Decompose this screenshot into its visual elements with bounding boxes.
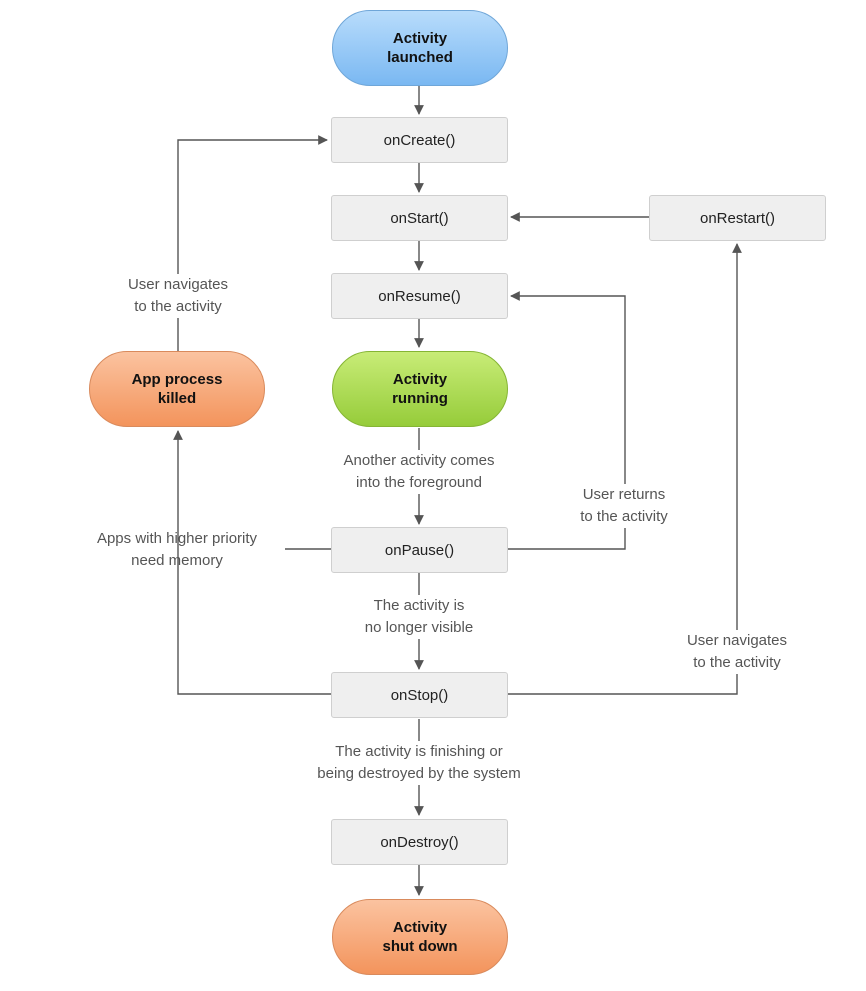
oncreate-label: onCreate() (383, 131, 456, 149)
onpause-box: onPause() (331, 527, 508, 573)
ondestroy-label: onDestroy() (380, 833, 459, 851)
another-activity-label: Another activity comes into the foregrou… (340, 450, 498, 494)
user-navigates-right-label: User navigates to the activity (683, 630, 791, 674)
app-process-killed-label: App process killed (131, 371, 223, 407)
activity-shut-down-node: Activity shut down (332, 899, 508, 975)
onresume-box: onResume() (331, 273, 508, 319)
apps-higher-priority-label: Apps with higher priority need memory (96, 530, 258, 569)
activity-launched-label: Activity launched (387, 30, 453, 66)
ondestroy-box: onDestroy() (331, 819, 508, 865)
onstart-box: onStart() (331, 195, 508, 241)
finishing-label: The activity is finishing or being destr… (314, 741, 524, 785)
arrow-onstop-to-killed (173, 430, 331, 695)
user-returns-label: User returns to the activity (577, 484, 671, 528)
activity-shut-down-label: Activity shut down (382, 919, 458, 955)
arrow-onpause-to-onresume (507, 291, 626, 550)
no-longer-visible-label: The activity is no longer visible (361, 595, 477, 639)
onrestart-label: onRestart() (699, 209, 776, 227)
activity-running-label: Activity running (392, 371, 448, 407)
onstart-label: onStart() (390, 209, 449, 227)
activity-running-node: Activity running (332, 351, 508, 427)
user-navigates-left-label: User navigates to the activity (124, 274, 232, 318)
arrow-killed-to-oncreate (177, 135, 328, 351)
onpause-label: onPause() (384, 541, 455, 559)
onresume-label: onResume() (378, 287, 461, 305)
onrestart-box: onRestart() (649, 195, 826, 241)
app-process-killed-node: App process killed (89, 351, 265, 427)
onstop-box: onStop() (331, 672, 508, 718)
oncreate-box: onCreate() (331, 117, 508, 163)
onstop-label: onStop() (390, 686, 449, 704)
activity-launched-node: Activity launched (332, 10, 508, 86)
arrow-onstop-to-onrestart (507, 243, 742, 695)
